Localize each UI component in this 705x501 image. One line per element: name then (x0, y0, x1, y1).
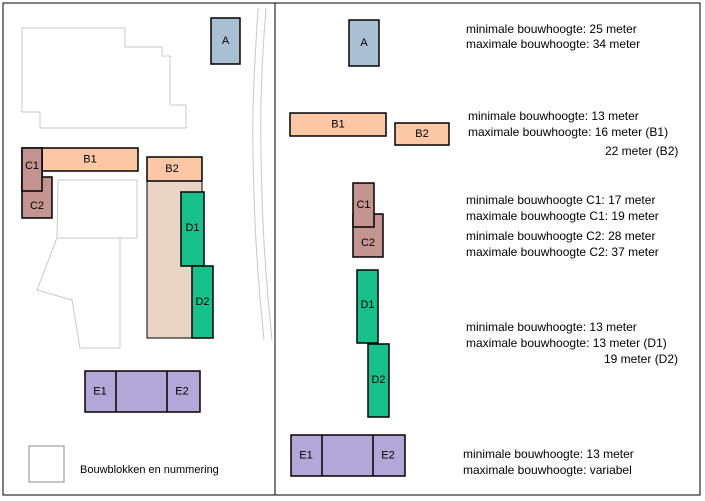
info-c-line-2: maximale bouwhoogte C1: 19 meter (466, 209, 659, 223)
block-b2 (146, 156, 203, 182)
block-a-detail (348, 19, 380, 67)
block-d1-detail-label: D1 (360, 299, 374, 311)
info-a-line-1: minimale bouwhoogte: 25 meter (466, 22, 637, 36)
block-c1-label-top: C1 (25, 160, 39, 172)
block-e2-detail-label: E2 (381, 449, 394, 461)
info-e-line-1: minimale bouwhoogte: 13 meter (463, 447, 634, 461)
block-e2-label: E2 (175, 385, 188, 397)
legend-swatch (28, 445, 65, 483)
block-a-label: A (222, 35, 230, 47)
block-d2 (191, 265, 214, 339)
block-e1-label: E1 (93, 385, 106, 397)
left-panel-frame (2, 2, 276, 496)
block-d2-label: D2 (195, 296, 209, 308)
block-c1-detail (352, 182, 375, 228)
block-c1-overlay (21, 147, 43, 192)
road-line-2 (260, 7, 273, 341)
block-c2-detail-label: C2 (361, 237, 375, 249)
block-e1-detail-label: E1 (299, 449, 312, 461)
right-panel-frame (274, 2, 701, 496)
block-e-detail (290, 434, 406, 477)
info-d-line-3: 19 meter (D2) (604, 352, 678, 366)
block-d1-detail (356, 269, 379, 344)
info-d-line-1: minimale bouwhoogte: 13 meter (466, 320, 637, 334)
existing-building-outline (21, 27, 187, 129)
block-a-detail-label: A (360, 37, 368, 49)
block-b1-detail-label: B1 (331, 118, 344, 130)
block-b1-label: B1 (83, 153, 96, 165)
info-c-line-3: minimale bouwhoogte C2: 28 meter (466, 229, 655, 243)
info-b-line-3: 22 meter (B2) (605, 144, 678, 158)
block-b1-detail (289, 112, 387, 137)
block-b2-detail-label: B2 (415, 128, 428, 140)
legend-label: Bouwblokken en nummering (80, 464, 219, 476)
info-d-line-2: maximale bouwhoogte: 13 meter (D1) (466, 336, 667, 350)
block-a (210, 17, 241, 65)
block-d1-label: D1 (185, 222, 199, 234)
info-c-line-4: maximale bouwhoogte C2: 37 meter (466, 245, 659, 259)
block-d2-detail-label: D2 (371, 374, 385, 386)
block-b2-detail (394, 122, 450, 146)
block-e (84, 370, 201, 413)
block-c1-detail-label: C1 (356, 199, 370, 211)
block-d2-detail (367, 343, 390, 418)
block-c2-label: C2 (30, 200, 44, 212)
existing-building-outline-2 (36, 179, 138, 349)
info-e-line-2: maximale bouwhoogte: variabel (463, 463, 632, 477)
info-a-line-2: maximale bouwhoogte: 34 meter (466, 37, 640, 51)
info-b-line-2: maximale bouwhoogte: 16 meter (B1) (468, 125, 668, 139)
info-c-line-1: minimale bouwhoogte C1: 17 meter (466, 193, 655, 207)
block-b2-label: B2 (165, 163, 178, 175)
info-b-line-1: minimale bouwhoogte: 13 meter (468, 109, 639, 123)
road-line (252, 7, 265, 341)
